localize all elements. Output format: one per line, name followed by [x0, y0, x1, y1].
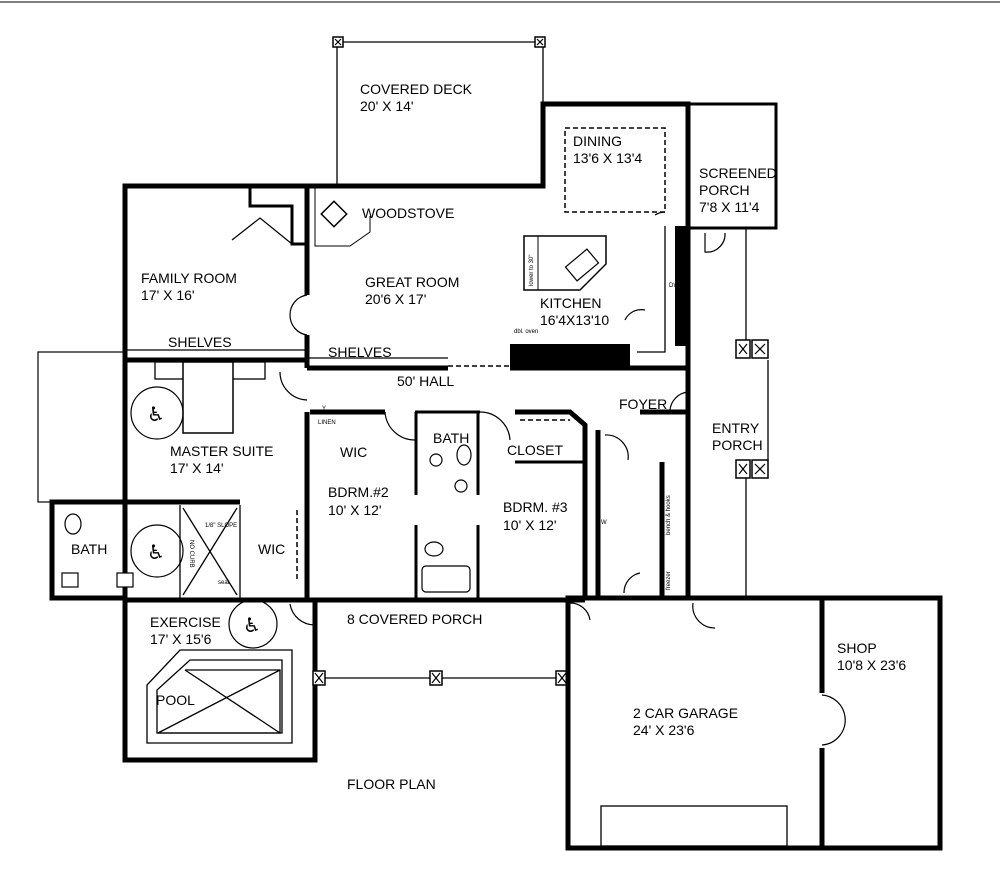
- kitchen-island: [523, 235, 607, 291]
- wheelchair-icon: ♿: [147, 540, 165, 564]
- entry-porch-label: ENTRY: [712, 420, 760, 436]
- garage-shop: [565, 595, 943, 851]
- dining-label: DINING: [573, 133, 622, 149]
- screened-porch-label: SCREENED: [699, 165, 777, 181]
- deck-post-left: [332, 36, 344, 48]
- woodstove-icon: [314, 186, 371, 247]
- master-suite-size: 17' X 14': [170, 460, 224, 476]
- wic-hall-label: WIC: [340, 444, 367, 460]
- garage-label: 2 CAR GARAGE: [633, 705, 738, 721]
- exercise-size: 17' X 15'6: [150, 631, 212, 647]
- entry-porch-posts: [735, 228, 769, 600]
- shop-label: SHOP: [837, 640, 877, 656]
- room-labels: DINING 13'6 X 13'4 SCREENED PORCH 7'8 X …: [71, 133, 906, 792]
- entry-porch-label-2: PORCH: [712, 437, 763, 453]
- bed-icon: [154, 361, 266, 434]
- dining-table-outline: [564, 127, 666, 213]
- covered-porch: [312, 670, 569, 686]
- hall-label: 50' HALL: [397, 373, 454, 389]
- family-room-label: FAMILY ROOM: [141, 270, 237, 286]
- doors: [231, 211, 846, 746]
- dbl-oven-label: dbl. oven: [514, 329, 538, 335]
- cooktop-icon: [564, 248, 600, 282]
- no-curb-label: NO CURB: [188, 540, 194, 568]
- bdrm3-size: 10' X 12': [503, 517, 557, 533]
- wheelchair-icon: ♿: [147, 402, 165, 426]
- w-label: W: [601, 520, 607, 526]
- master-bath-fixtures: [61, 513, 134, 588]
- master-bath-label: BATH: [71, 541, 107, 557]
- pool: [146, 649, 293, 744]
- deck-post-right: [534, 36, 546, 48]
- kitchen-label: KITCHEN: [540, 295, 601, 311]
- garage-door: [600, 805, 788, 847]
- covered-deck-label: COVERED DECK: [360, 81, 473, 97]
- closet-label: CLOSET: [507, 442, 563, 458]
- family-room-size: 17' X 16': [141, 287, 195, 303]
- linen-label: LINEN: [318, 420, 336, 426]
- floor-plan-title: FLOOR PLAN: [347, 776, 436, 792]
- master-wic-label: WIC: [258, 541, 285, 557]
- great-room-size: 20'6 X 17': [365, 291, 426, 307]
- pool-label: POOL: [156, 692, 195, 708]
- screened-porch-size: 7'8 X 11'4: [699, 199, 760, 215]
- bdrm2-size: 10' X 12': [328, 502, 382, 518]
- dining-size: 13'6 X 13'4: [573, 150, 642, 166]
- woodstove-label: WOODSTOVE: [362, 205, 454, 221]
- covered-deck: COVERED DECK 20' X 14': [332, 36, 546, 188]
- wheelchair-icon: ♿: [243, 613, 261, 637]
- hall-bath-label: BATH: [433, 430, 469, 446]
- kitchen-size: 16'4X13'10: [540, 312, 609, 328]
- bdrm2-label: BDRM.#2: [328, 484, 389, 500]
- annotations: LINEN Y dbl. oven 1/8" SLOPE seat DW W l…: [188, 255, 679, 590]
- exterior-walls: [37, 101, 778, 763]
- shelves-family-label: SHELVES: [168, 334, 232, 350]
- interior-walls: [125, 186, 688, 600]
- bdrm3-label: BDRM. #3: [503, 499, 568, 515]
- master-suite-label: MASTER SUITE: [170, 443, 273, 459]
- shop-size: 10'8 X 23'6: [837, 657, 906, 673]
- great-room-label: GREAT ROOM: [365, 274, 459, 290]
- covered-porch-label: 8 COVERED PORCH: [347, 611, 482, 627]
- wheelchair-turn-circles: [130, 386, 278, 649]
- freezer-label: freezer: [666, 571, 672, 590]
- seat-label: seat: [218, 580, 230, 586]
- lower-to-30-label: lower to 30": [529, 255, 535, 286]
- y-label: Y: [322, 406, 326, 412]
- screened-porch-label-2: PORCH: [699, 182, 750, 198]
- hall-bath-fixtures: [421, 444, 472, 593]
- exercise-label: EXERCISE: [150, 614, 221, 630]
- covered-deck-size: 20' X 14': [360, 98, 414, 114]
- bench-hooks-label: bench & hooks: [666, 495, 672, 535]
- dw-label: DW: [669, 283, 679, 289]
- wheelchair-icons: ♿ ♿ ♿: [147, 402, 261, 637]
- slope-label: 1/8" SLOPE: [205, 523, 237, 529]
- garage-size: 24' X 23'6: [633, 722, 695, 738]
- shelves-great-label: SHELVES: [328, 344, 392, 360]
- foyer-label: FOYER: [619, 396, 667, 412]
